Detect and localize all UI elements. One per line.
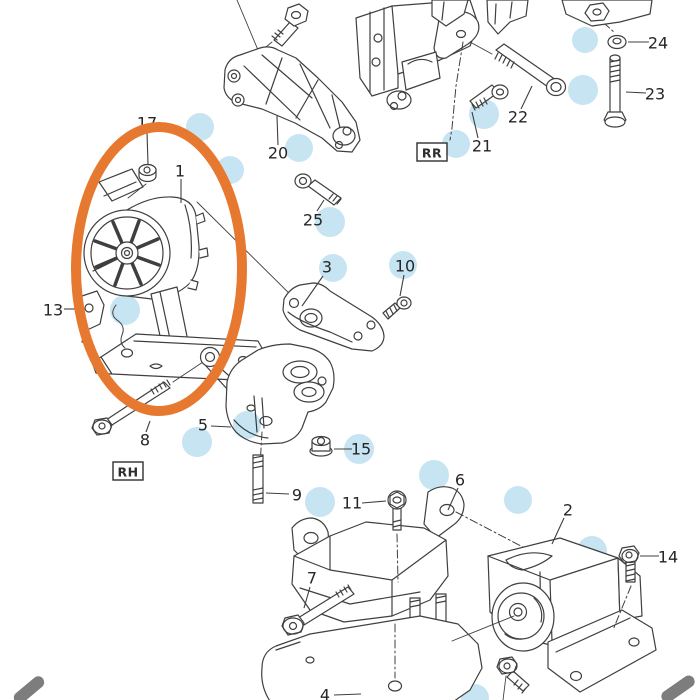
corner-mark	[13, 676, 45, 700]
highlight-dot	[504, 486, 532, 514]
part-label-3: 3	[322, 258, 332, 277]
highlight-dot	[319, 254, 347, 282]
part-leader-17	[146, 131, 149, 165]
engine-mount-2-drawing	[451, 537, 657, 693]
bolt-top-drawing	[259, 3, 309, 53]
part-label-25: 25	[303, 211, 323, 230]
part-label-5: 5	[198, 416, 208, 435]
part-label-14: 14	[658, 548, 678, 567]
part-label-21: 21	[472, 137, 492, 156]
part-leader-22	[520, 85, 533, 110]
stud-9-drawing	[252, 454, 264, 504]
top-channel-drawing	[431, 0, 653, 35]
tag-label-rh: RH	[117, 465, 138, 480]
part-label-13: 13	[43, 301, 63, 320]
highlight-dot	[305, 487, 335, 517]
part-label-2: 2	[563, 501, 573, 520]
bolt-bottom-drawing	[496, 656, 530, 700]
nut-15-drawing	[309, 435, 333, 457]
tag-label-rr: RR	[422, 146, 442, 161]
part-leader-25	[316, 199, 325, 212]
bolt-25-drawing	[294, 173, 342, 206]
part-label-22: 22	[508, 108, 528, 127]
plate-3-drawing	[282, 282, 385, 352]
bolt-7-drawing	[281, 584, 355, 636]
part-label-15: 15	[351, 440, 371, 459]
part-label-10: 10	[395, 257, 415, 276]
bolt-14-drawing	[612, 545, 640, 631]
highlight-dot-on-part	[233, 411, 261, 439]
part-leader-20	[276, 115, 279, 146]
tag-box-rh	[112, 461, 144, 481]
part-leader-6	[447, 487, 459, 511]
part-leader-5	[210, 425, 232, 428]
part-leader-11	[361, 500, 387, 504]
part-label-1: 1	[175, 162, 185, 181]
highlight-dot	[572, 27, 598, 53]
part-label-6: 6	[455, 471, 465, 490]
part-label-11: 11	[342, 494, 362, 513]
part-leader-8	[145, 420, 151, 433]
part-leader-7	[303, 586, 311, 609]
bolt-23-drawing	[603, 54, 627, 128]
bolt-21-drawing	[469, 84, 509, 111]
bracket-20-drawing	[223, 46, 361, 153]
part-label-9: 9	[292, 486, 302, 505]
part-label-20: 20	[268, 144, 288, 163]
highlight-dot	[110, 295, 140, 325]
bracket-4-drawing	[261, 615, 483, 700]
part-label-8: 8	[140, 431, 150, 450]
part-leader-9	[265, 492, 290, 495]
part-leader-4	[333, 693, 362, 696]
part-leader-10	[399, 274, 405, 297]
highlight-dot	[344, 434, 374, 464]
focus-ellipse-highlight	[71, 122, 247, 416]
overlays	[13, 122, 695, 700]
highlight-dot	[285, 134, 313, 162]
part-leader-23	[625, 91, 647, 94]
bolt-10-drawing	[382, 296, 412, 320]
highlight-dot	[442, 130, 470, 158]
line-art	[75, 0, 657, 700]
leader-line	[236, 0, 259, 51]
part-label-7: 7	[307, 569, 317, 588]
tag-box-rr	[416, 142, 448, 162]
highlight-dot	[315, 207, 345, 237]
part-leader-2	[551, 517, 565, 545]
highlight-dot	[389, 251, 417, 279]
part-leader-21	[471, 111, 479, 139]
highlight-dot	[419, 460, 449, 490]
part-label-4: 4	[320, 686, 330, 700]
corner-mark	[661, 675, 695, 700]
bolt-11-drawing	[387, 490, 407, 583]
bolt-22-drawing	[494, 43, 567, 97]
highlight-dot	[568, 75, 598, 105]
part-label-24: 24	[648, 34, 668, 53]
washer-24-drawing	[607, 34, 627, 50]
highlight-dot	[182, 427, 212, 457]
part-label-23: 23	[645, 85, 665, 104]
part-leader-3	[301, 275, 324, 307]
